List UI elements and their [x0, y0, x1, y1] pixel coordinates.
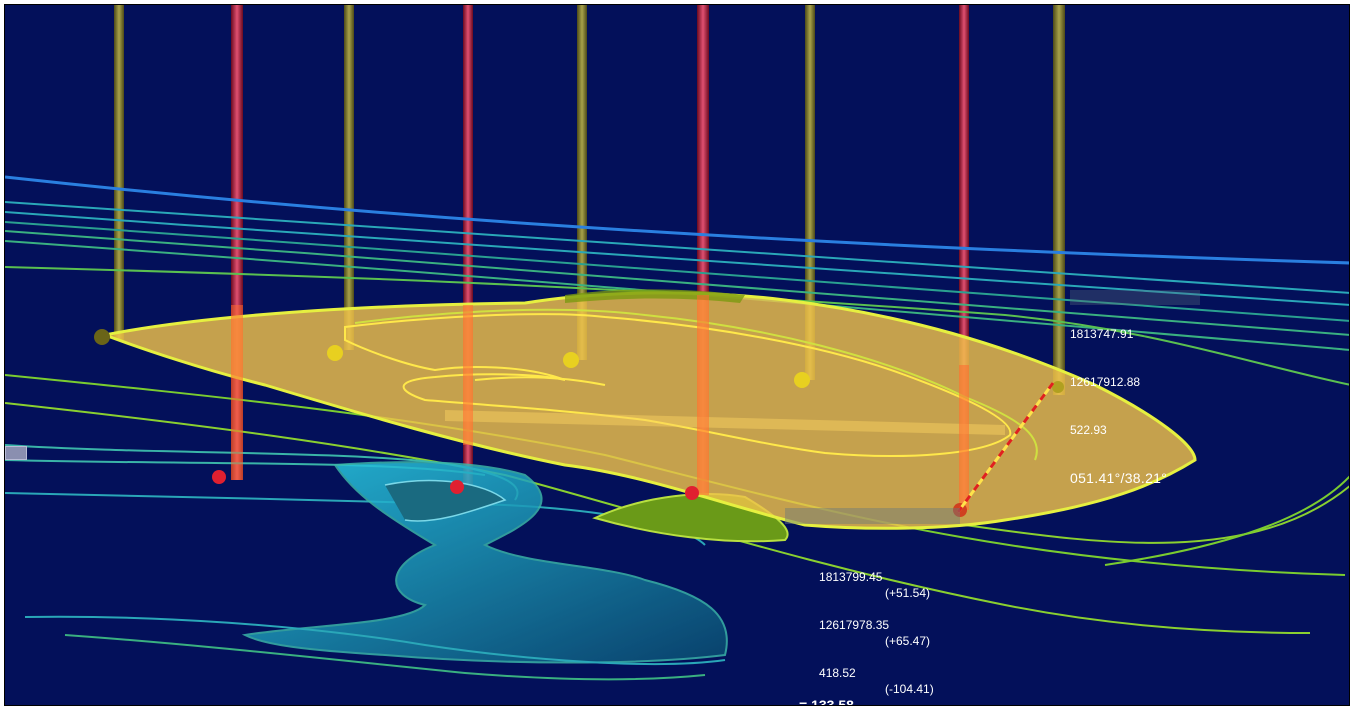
drillhole-red[interactable] — [959, 5, 969, 510]
drillhole-olive[interactable] — [114, 5, 124, 340]
measure-y-coordinate: 12617978.35 — [819, 618, 890, 632]
lower-shell[interactable] — [24, 461, 728, 681]
intercept-point[interactable] — [685, 486, 699, 500]
intercept-point[interactable] — [563, 352, 579, 368]
intercept-point[interactable] — [794, 372, 810, 388]
intercept-point[interactable] — [450, 480, 464, 494]
measure-readout: 1813799.45 (+51.54) 12617978.35 (+65.47)… — [799, 521, 959, 706]
drillhole-olive[interactable] — [805, 5, 815, 380]
measure-dz: (-104.41) — [885, 682, 934, 696]
topography-line — [5, 175, 1349, 265]
point-y-coordinate: 12617912.88 — [1070, 375, 1141, 389]
measure-distance: = 133.58 — [799, 697, 854, 706]
intercept-markers[interactable] — [94, 329, 1064, 517]
scroll-handle[interactable] — [5, 446, 27, 460]
point-z-coordinate: 522.93 — [1070, 423, 1107, 437]
point-readout: 1813747.91 12617912.88 522.93 051.41°/38… — [1070, 294, 1167, 518]
drillhole-olive[interactable] — [1053, 5, 1065, 395]
intercept-point[interactable] — [212, 470, 226, 484]
measure-dx: (+51.54) — [885, 586, 931, 600]
measure-z-coordinate: 418.52 — [819, 666, 856, 680]
azimuth-dip: 051.41°/38.21° — [1070, 470, 1168, 486]
intercept-point[interactable] — [327, 345, 343, 361]
measure-x-coordinate: 1813799.45 — [819, 570, 883, 584]
measure-dy: (+65.47) — [885, 634, 931, 648]
orebody-solid[interactable] — [99, 289, 1197, 530]
measure-line[interactable] — [956, 382, 1055, 513]
measure-start-point[interactable] — [1052, 381, 1064, 393]
drillhole-olive[interactable] — [344, 5, 354, 350]
point-x-coordinate: 1813747.91 — [1070, 327, 1134, 341]
drillhole-red[interactable] — [463, 5, 473, 490]
3d-viewport[interactable]: 1813747.91 12617912.88 522.93 051.41°/38… — [4, 4, 1350, 706]
drillhole-olive[interactable] — [577, 5, 587, 360]
collar-point[interactable] — [94, 329, 110, 345]
3d-scene[interactable] — [5, 5, 1350, 706]
